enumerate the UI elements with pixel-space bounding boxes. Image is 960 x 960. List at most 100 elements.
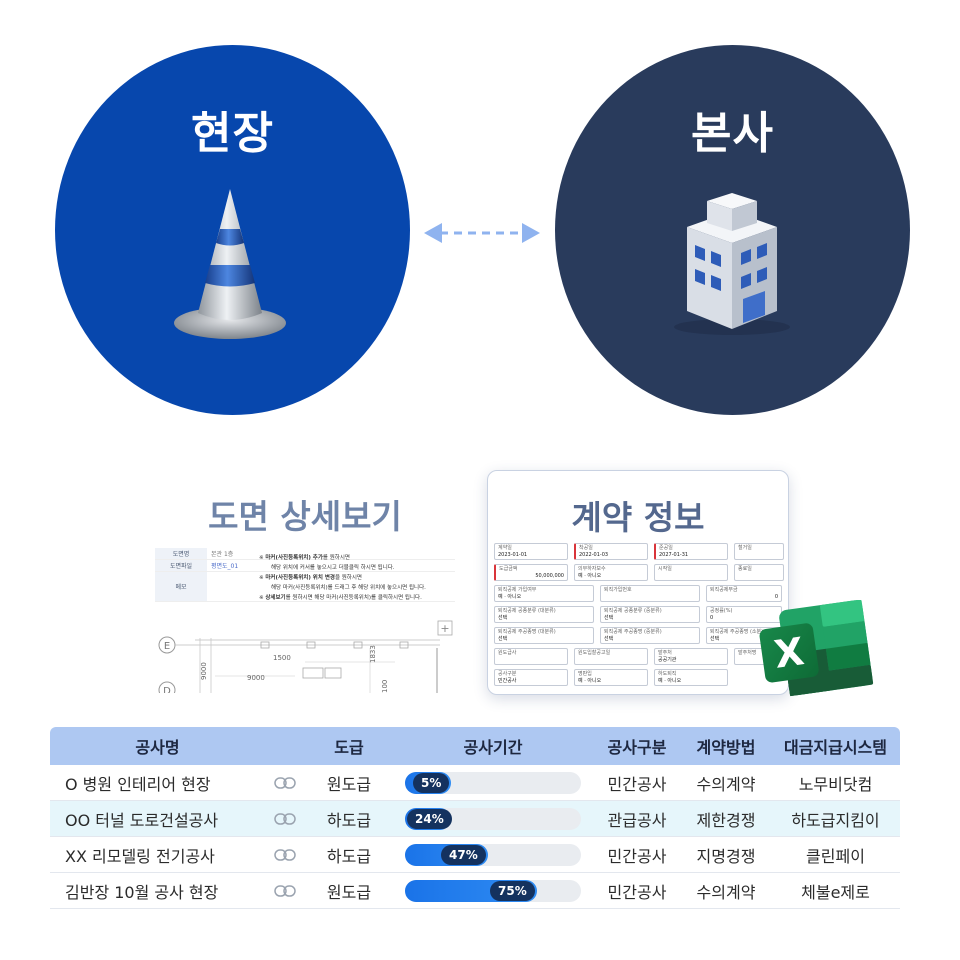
contract-field[interactable]: 시작일: [654, 564, 728, 581]
contract-field-value: 0: [774, 594, 778, 600]
link-icon[interactable]: [274, 884, 296, 897]
drawing-file-link[interactable]: 평면도_01: [211, 563, 239, 570]
drawing-info-value: 본관 1층: [211, 551, 234, 558]
contract-field[interactable]: 종료일: [734, 564, 784, 581]
contract-field[interactable]: 퇴직공제 주공종명 (중분류)선택: [600, 627, 700, 644]
contract-field-label: 퇴직공제부금: [710, 587, 738, 593]
link-icon[interactable]: [274, 812, 296, 825]
contract-field[interactable]: 퇴직공제 공종분류 (중분류)선택: [600, 606, 700, 623]
contract-field-value: 공공기관: [658, 657, 677, 663]
contract-field-label: 철거일: [738, 545, 752, 551]
contract-field[interactable]: 원도입찰공고일: [574, 648, 648, 665]
payment-system: 노무비닷컴: [798, 774, 873, 794]
drawing-info-row: 도면명 본관 1층: [155, 548, 455, 560]
contract-field-label: 하도퇴직: [658, 671, 677, 677]
dimension-label: 1833: [369, 645, 377, 663]
drawing-note: ※ 마커(사진등록위치) 추가를 원하시면: [259, 555, 350, 561]
drawing-note: 해당 위치에 커서를 놓으시고 더블클릭 하시면 됩니다.: [271, 565, 395, 571]
contract-type: 원도급: [326, 774, 372, 794]
link-icon-cell[interactable]: [265, 776, 305, 789]
contract-type: 하도급: [326, 846, 372, 866]
contract-field[interactable]: 원도급사: [494, 648, 568, 665]
office-building-icon: [674, 193, 790, 335]
contract-field-label: 퇴직공제 공종분류 (중분류): [604, 608, 662, 614]
drawing-notes: ※ 마커(사진등록위치) 추가를 원하시면 해당 위치에 커서를 놓으시고 더블…: [259, 553, 455, 603]
header-contract-method: 계약방법: [696, 738, 756, 757]
contract-field-label: 퇴직공제 가입여부: [498, 587, 537, 593]
contract-method: 수의계약: [696, 774, 756, 794]
link-icon[interactable]: [274, 776, 296, 789]
sync-arrow-icon: [424, 223, 540, 243]
contract-type: 원도급: [326, 882, 372, 902]
drawing-note: ※ 마커(사진등록위치) 위치 변경을 원하시면: [259, 575, 362, 581]
contract-field-label: 발주처: [658, 650, 672, 656]
drawing-note: 해당 마커(사진등록위치)를 드래그 후 해당 위치에 놓으시면 됩니다.: [271, 585, 426, 591]
contract-field[interactable]: 퇴직가입번호: [600, 585, 700, 602]
link-icon-cell[interactable]: [265, 848, 305, 861]
contract-field-label: 준공일: [659, 545, 673, 551]
progress-track: 24%: [405, 807, 581, 830]
contract-field[interactable]: 퇴직공제 주공종명 (대분류)선택: [494, 627, 594, 644]
project-table-header: 공사명 도급 공사기간 공사구분 계약방법 대금지급시스템: [50, 727, 900, 765]
link-icon[interactable]: [274, 848, 296, 861]
contract-field[interactable]: 퇴직공제부금 0: [706, 585, 782, 602]
progress-cell: 75%: [393, 879, 593, 902]
axis-e-label: E: [164, 641, 170, 652]
contract-method: 수의계약: [696, 882, 756, 902]
header-project-kind: 공사구분: [607, 738, 667, 757]
contract-field-label: 퇴직공제 주공종명 (대분류): [498, 629, 556, 635]
project-name: O 병원 인테리어 현장: [65, 774, 211, 794]
link-icon-cell[interactable]: [265, 884, 305, 897]
progress-cell: 47%: [393, 843, 593, 866]
contract-field-label: 공사구분: [498, 671, 517, 677]
contract-field-value: 2023-01-01: [498, 552, 528, 558]
payment-system: 하도급지킴이: [791, 810, 880, 830]
contract-field-label: 착공일: [579, 545, 593, 551]
zoom-in-icon: +: [440, 622, 449, 635]
contract-field-value: 선택: [710, 636, 720, 642]
contract-field[interactable]: 철거일: [734, 543, 784, 560]
project-kind: 민간공사: [607, 846, 667, 866]
axis-d-label: D: [163, 686, 171, 693]
link-icon-cell[interactable]: [265, 812, 305, 825]
excel-icon: X: [759, 600, 874, 697]
header-payment-system: 대금지급시스템: [783, 738, 888, 757]
payment-system: 체불e제로: [801, 882, 870, 902]
drawing-info-row: 메모: [155, 572, 455, 602]
contract-field-label: 도급금액: [499, 566, 518, 572]
drawing-info-table: 도면명 본관 1층 도면파일 평면도_01 메모: [155, 548, 455, 602]
contract-field-value: 선택: [498, 636, 508, 642]
contract-field-value: 민간공사: [498, 678, 517, 684]
floor-plan-drawing[interactable]: E D 1500 9000 9000 1833 100 +: [155, 618, 455, 693]
contract-field-value: 2022-01-03: [579, 552, 609, 558]
drawing-detail-panel: 도면명 본관 1층 도면파일 평면도_01 메모 ※ 마커(사진등록위치) 추가…: [155, 548, 455, 693]
progress-label: 47%: [441, 844, 486, 865]
contract-field-value: 2027-01-31: [659, 552, 689, 558]
contract-field-value: 예 · 아니오: [658, 678, 682, 684]
payment-system: 클린페이: [806, 846, 865, 866]
project-name: 김반장 10월 공사 현장: [65, 882, 219, 902]
contract-field-value: 예 · 아니오: [578, 678, 602, 684]
drawing-info-key: 메모: [155, 572, 207, 601]
drawing-info-key: 도면파일: [155, 560, 207, 571]
site-circle: 현장: [55, 45, 410, 415]
drawing-note: ※ 상세보기를 원하시면 해당 마커(사진등록위치)를 클릭하시면 됩니다.: [259, 595, 422, 601]
contract-field[interactable]: 퇴직공제 공종분류 (대분류)선택: [494, 606, 594, 623]
